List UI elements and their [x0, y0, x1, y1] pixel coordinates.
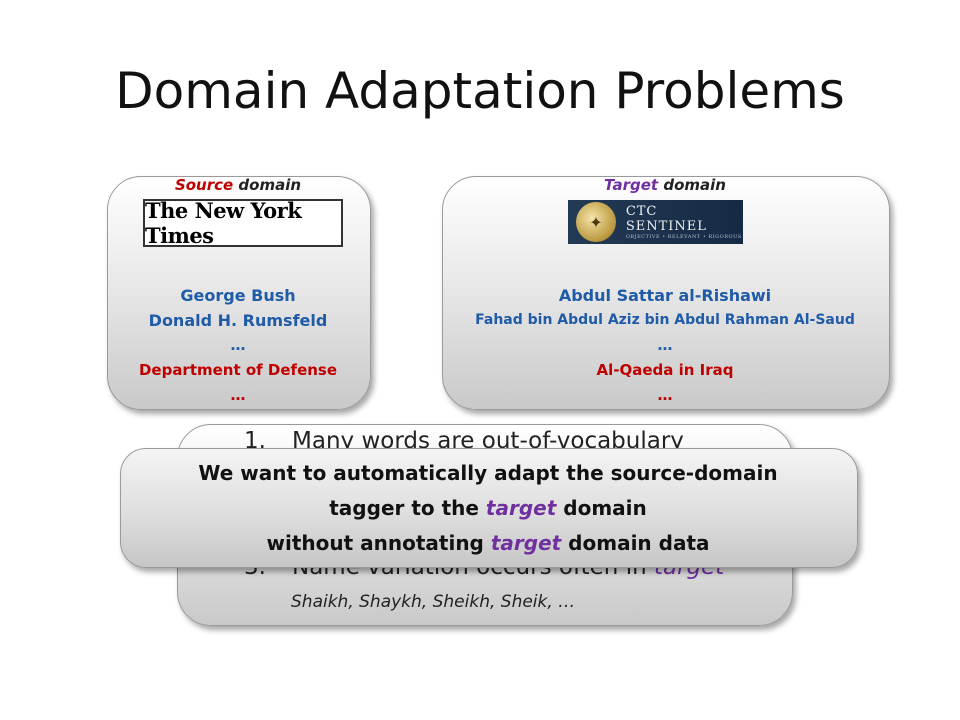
problem-3-example: Shaikh, Shaykh, Sheikh, Sheik, …: [291, 592, 576, 612]
list-item: …: [657, 336, 673, 354]
target-label-rest: domain: [658, 176, 726, 194]
target-domain-label: Target domain: [442, 176, 888, 194]
ctc-logo-text-group: CTC SENTINEL OBJECTIVE • RELEVANT • RIGO…: [616, 204, 743, 240]
goal-callout-text: We want to automatically adapt the sourc…: [120, 456, 856, 561]
goal-line-3-highlight: target: [490, 531, 562, 555]
source-entity-list: George Bush Donald H. Rumsfeld … Departm…: [107, 283, 369, 408]
list-item: …: [657, 386, 673, 404]
list-item: …: [230, 336, 246, 354]
goal-line-2-suffix: domain: [556, 496, 647, 520]
list-item: Department of Defense: [138, 361, 338, 379]
goal-line-3-prefix: without annotating: [266, 531, 491, 555]
list-item: Al-Qaeda in Iraq: [596, 361, 734, 379]
ctc-logo-subtext: OBJECTIVE • RELEVANT • RIGOROUS: [625, 234, 742, 240]
nyt-logo: The New York Times: [143, 198, 343, 248]
problem-1-number: 1.: [244, 428, 266, 454]
goal-line-1: We want to automatically adapt the sourc…: [198, 461, 778, 485]
target-entity-list: Abdul Sattar al-Rishawi Fahad bin Abdul …: [442, 283, 888, 408]
ctc-logo-text: CTC SENTINEL: [625, 204, 707, 234]
source-domain-label: Source domain: [107, 176, 369, 194]
target-label-highlight: Target: [604, 176, 659, 194]
goal-line-3-suffix: domain data: [561, 531, 710, 555]
goal-callout-box: [120, 448, 858, 568]
list-item: Fahad bin Abdul Aziz bin Abdul Rahman Al…: [475, 312, 855, 328]
slide-title: Domain Adaptation Problems: [115, 62, 845, 120]
source-label-rest: domain: [233, 176, 302, 194]
source-label-highlight: Source: [174, 176, 234, 194]
eagle-seal-icon: ✦: [576, 202, 616, 242]
goal-line-3: without annotating target domain data: [120, 526, 856, 561]
list-item: Abdul Sattar al-Rishawi: [558, 286, 772, 305]
ctc-sentinel-logo: ✦ CTC SENTINEL OBJECTIVE • RELEVANT • RI…: [568, 200, 743, 244]
nyt-logo-text: The New York Times: [145, 198, 302, 248]
goal-line-2: tagger to the target domain: [120, 491, 856, 526]
list-item: George Bush: [180, 286, 296, 305]
list-item: …: [230, 386, 246, 404]
list-item: Donald H. Rumsfeld: [148, 311, 328, 330]
goal-line-2-prefix: tagger to the: [329, 496, 486, 520]
goal-line-2-highlight: target: [485, 496, 557, 520]
